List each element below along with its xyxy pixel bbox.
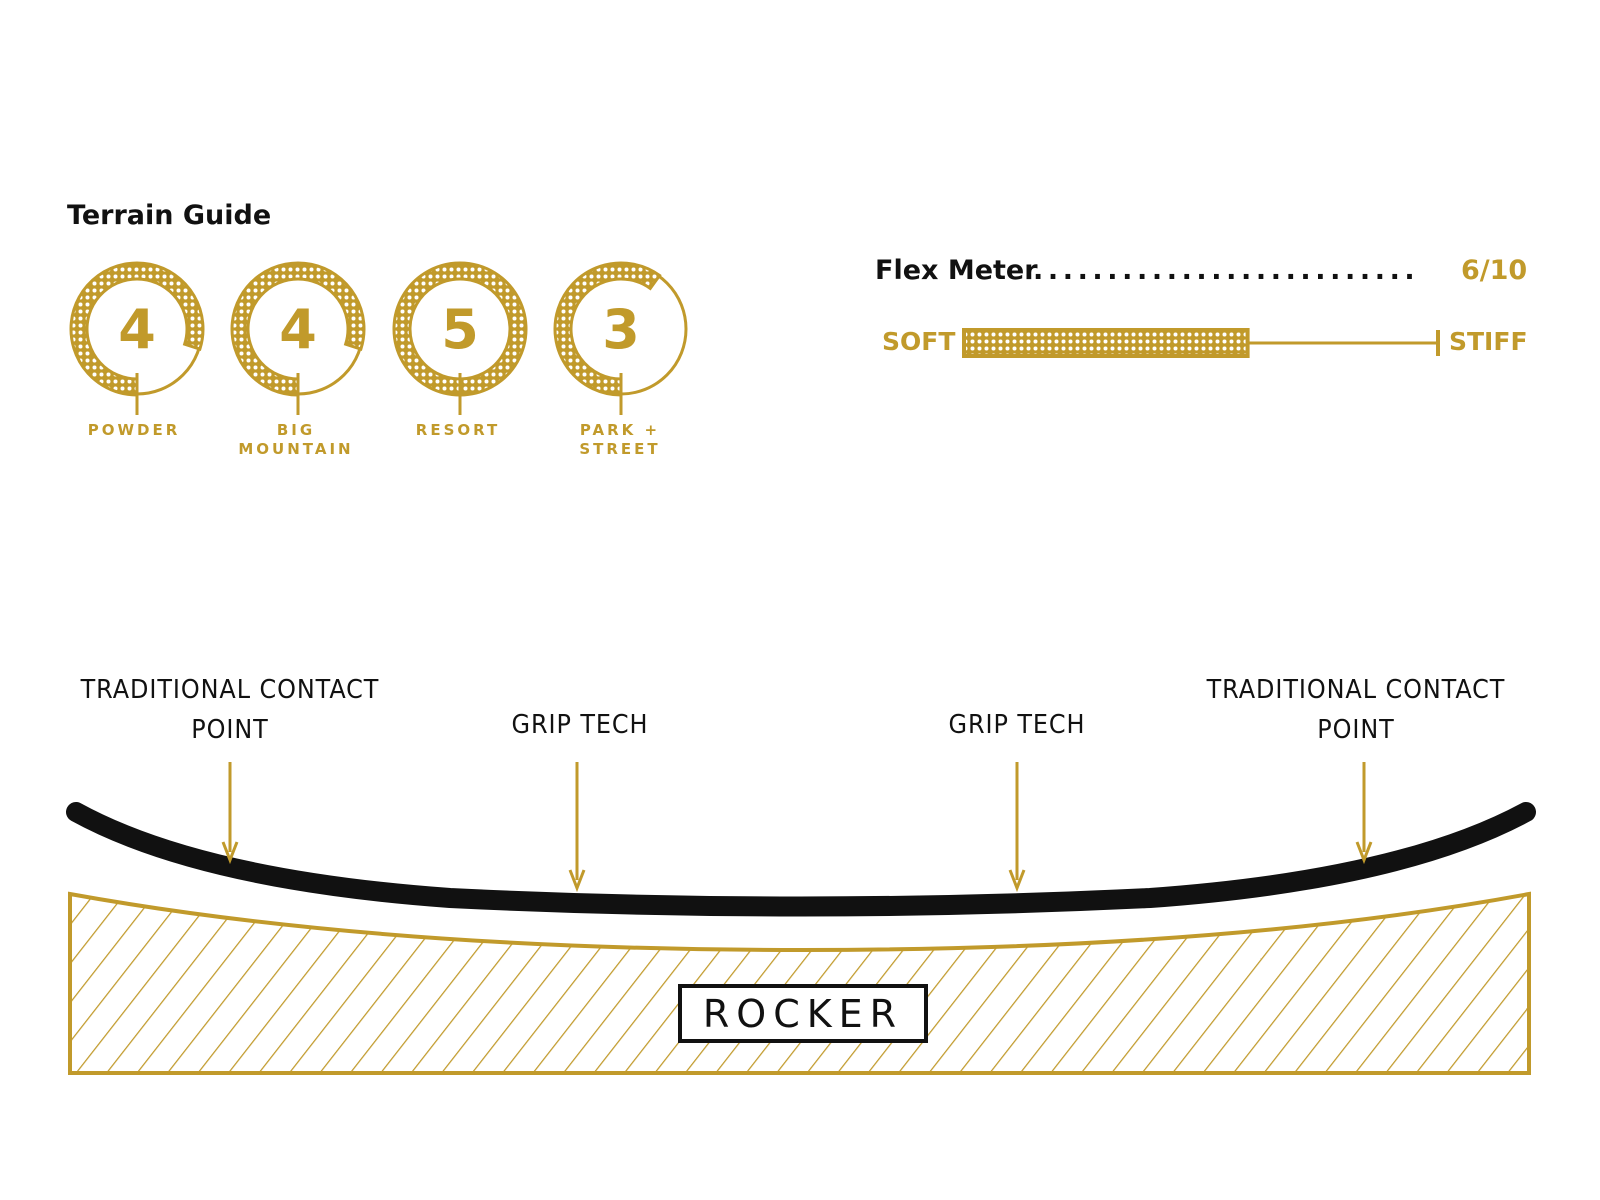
arrow-right-contact: [1355, 762, 1373, 865]
profile-name: ROCKER: [703, 992, 903, 1036]
flex-stiff-label: STIFF: [1449, 327, 1528, 356]
snowboard-profile: [66, 802, 1536, 917]
terrain-dial-fill: [69, 261, 205, 397]
terrain-guide-title: Terrain Guide: [67, 200, 272, 231]
terrain-label-resort: RESORT: [398, 421, 518, 440]
profile-label-line: GRIP TECH: [511, 710, 649, 740]
terrain-label-park-street: PARK + STREET: [555, 421, 685, 459]
flex-meter-title: Flex Meter: [875, 255, 1038, 286]
terrain-dial-value: 5: [441, 298, 479, 361]
terrain-label-big-mountain: BIG MOUNTAIN: [226, 421, 366, 459]
profile-label-grip-tech-left: GRIP TECH: [470, 705, 691, 745]
terrain-dial: 5: [392, 261, 528, 415]
profile-label-line: GRIP TECH: [948, 710, 1086, 740]
profile-label-line: TRADITIONAL CONTACT: [1206, 675, 1506, 705]
profile-name-box: [678, 984, 928, 1043]
profile-label-line: POINT: [1317, 715, 1395, 745]
terrain-dial-value: 4: [118, 298, 156, 361]
rocker-base: [68, 891, 1531, 1075]
profile-label-left-contact: TRADITIONAL CONTACT POINT: [74, 670, 387, 750]
terrain-label-line: PARK +: [579, 421, 661, 439]
terrain-dial: 3: [553, 261, 688, 415]
profile-label-right-contact: TRADITIONAL CONTACT POINT: [1200, 670, 1513, 750]
terrain-label-line: RESORT: [415, 421, 501, 439]
terrain-dial-fill: [230, 261, 366, 397]
flex-meter-dots: ..........................: [1033, 255, 1420, 286]
arrow-grip-tech-left: [568, 762, 586, 893]
arrow-left-contact: [221, 762, 239, 865]
terrain-dial: 4: [69, 261, 205, 415]
profile-label-line: POINT: [191, 715, 269, 745]
flex-meter-fill: [962, 328, 1250, 358]
flex-meter-bar: [962, 328, 1440, 358]
terrain-dial-value: 4: [279, 298, 317, 361]
flex-soft-label: SOFT: [882, 327, 956, 356]
terrain-label-powder: POWDER: [74, 421, 194, 440]
profile-label-line: TRADITIONAL CONTACT: [80, 675, 380, 705]
flex-meter-rating: 6/10: [1461, 255, 1528, 286]
terrain-dial-value: 3: [602, 298, 640, 361]
profile-label-grip-tech-right: GRIP TECH: [907, 705, 1128, 745]
terrain-dial-fill: [392, 261, 528, 397]
arrow-grip-tech-right: [1008, 762, 1026, 893]
terrain-label-line: STREET: [579, 440, 661, 458]
terrain-label-line: POWDER: [87, 421, 181, 439]
terrain-label-line: MOUNTAIN: [238, 440, 354, 458]
terrain-label-line: BIG: [276, 421, 316, 439]
terrain-dial: 4: [230, 261, 366, 415]
terrain-dial-fill: [553, 261, 662, 397]
